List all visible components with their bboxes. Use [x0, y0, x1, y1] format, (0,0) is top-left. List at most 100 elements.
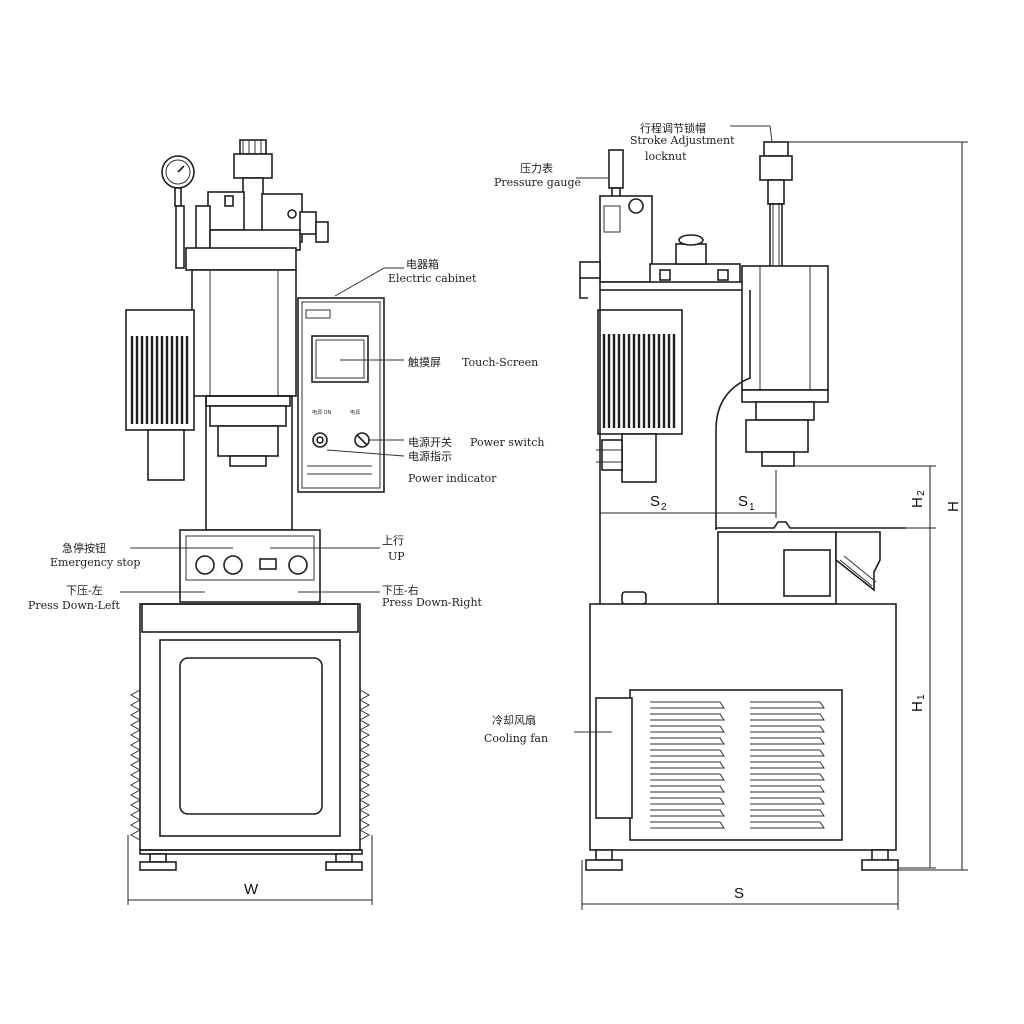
vent-ridge — [129, 709, 141, 721]
louver-slat — [750, 713, 825, 721]
front-base — [129, 603, 371, 871]
louver-slat — [750, 737, 825, 745]
label-power-indicator-en: Power indicator — [408, 472, 497, 485]
label-power-indicator-cn: 电源指示 — [408, 449, 452, 463]
label-electric-cabinet-en: Electric cabinet — [388, 272, 477, 285]
side-column — [599, 290, 751, 604]
dimension-h1-h2: H 2 H 1 — [794, 465, 936, 869]
vent-ridge — [359, 689, 371, 701]
louver-slat — [750, 761, 825, 769]
vent-ridge — [359, 779, 371, 791]
vent-ridge — [359, 719, 371, 731]
front-pressure-gauge — [161, 155, 195, 269]
vent-ridge — [129, 689, 141, 701]
label-pressure-gauge-cn: 压力表 — [520, 161, 553, 175]
vent-ridge — [359, 809, 371, 821]
dim-h-label: H — [945, 501, 962, 512]
vent-ridge — [129, 759, 141, 771]
label-power-switch-cn: 电源开关 — [408, 435, 452, 449]
vent-ridge — [359, 829, 371, 841]
label-press-down-right-en: Press Down-Right — [382, 596, 483, 609]
louver-slat — [650, 821, 725, 829]
vent-ridge — [359, 709, 371, 721]
vent-ridge — [359, 699, 371, 711]
label-emergency-stop-en: Emergency stop — [50, 556, 140, 569]
dim-h2-sub: 2 — [916, 490, 927, 496]
dim-h1-label: H — [909, 701, 926, 712]
front-view: 电源 ON 电源 — [28, 139, 545, 905]
side-leaders — [574, 125, 773, 733]
side-base — [585, 603, 899, 871]
vent-ridge — [129, 829, 141, 841]
label-emergency-stop-cn: 急停按钮 — [62, 541, 106, 555]
vent-ridge — [129, 809, 141, 821]
vent-ridge — [359, 739, 371, 751]
vent-ridge — [129, 719, 141, 731]
vent-ridge — [359, 819, 371, 831]
label-press-down-left-cn: 下压-左 — [66, 584, 103, 597]
label-up-en: UP — [388, 550, 405, 563]
touch-screen — [311, 335, 369, 383]
side-worktable — [621, 521, 906, 605]
label-pressure-gauge-en: Pressure gauge — [494, 176, 581, 189]
louver-slat — [650, 773, 725, 781]
dim-w-label: W — [244, 881, 259, 898]
dimension-s1-s2: S 2 S 1 — [599, 470, 777, 518]
front-leaders — [120, 267, 405, 593]
press-left-button — [195, 555, 215, 575]
louver-slat — [750, 785, 825, 793]
louver-slat — [650, 701, 725, 709]
svg-text:电源 ON: 电源 ON — [312, 409, 332, 416]
front-valve-assembly — [185, 139, 329, 271]
front-button-panel — [179, 529, 321, 603]
louver-slat — [650, 761, 725, 769]
vent-ridge — [129, 769, 141, 781]
vent-ridge — [359, 749, 371, 761]
vent-ridge — [359, 729, 371, 741]
vent-ridge — [359, 759, 371, 771]
label-stroke-adjustment-en: Stroke Adjustment — [630, 134, 735, 147]
svg-text:电源: 电源 — [350, 409, 360, 416]
louver-slat — [650, 749, 725, 757]
electric-cabinet: 电源 ON 电源 — [297, 297, 385, 493]
louver-slat — [650, 809, 725, 817]
louver-slat — [650, 797, 725, 805]
vent-ridge — [129, 729, 141, 741]
vent-ridge — [129, 789, 141, 801]
dim-s1-sub: 1 — [749, 502, 755, 513]
front-cylinder-motor — [125, 269, 297, 531]
louver-slat — [750, 821, 825, 829]
dim-h2-label: H — [909, 497, 926, 508]
side-labels: 行程调节锁帽 Stroke Adjustment locknut 压力表 Pre… — [484, 121, 735, 745]
side-stroke-adjust — [741, 141, 829, 467]
dimension-h: H — [788, 141, 968, 871]
louver-slat — [650, 725, 725, 733]
vent-ridge — [129, 779, 141, 791]
dim-s1-label: S — [738, 493, 748, 510]
dimension-w: W — [127, 835, 373, 905]
louver-slat — [750, 725, 825, 733]
vent-ridge — [129, 799, 141, 811]
press-right-button — [288, 555, 308, 575]
label-cooling-fan-en: Cooling fan — [484, 732, 548, 745]
label-touch-screen-cn: 触摸屏 — [408, 355, 441, 369]
dim-s-label: S — [734, 885, 744, 902]
louver-slat — [750, 701, 825, 709]
vent-ridge — [359, 799, 371, 811]
side-view: 行程调节锁帽 Stroke Adjustment locknut 压力表 Pre… — [484, 121, 968, 910]
louver-slat — [650, 737, 725, 745]
louver-slat — [750, 773, 825, 781]
dim-s2-sub: 2 — [661, 502, 667, 513]
vent-ridge — [359, 789, 371, 801]
front-labels: 电器箱 Electric cabinet 触摸屏 Touch-Screen 电源… — [28, 257, 545, 612]
label-power-switch-en: Power switch — [470, 436, 545, 449]
label-cooling-fan-cn: 冷却风扇 — [492, 713, 536, 727]
label-stroke-adjustment-en2: locknut — [645, 150, 687, 163]
emergency-stop-button — [223, 555, 243, 575]
vent-ridge — [129, 739, 141, 751]
dim-s2-label: S — [650, 493, 660, 510]
dimension-s: S — [581, 860, 899, 910]
louver-slat — [650, 785, 725, 793]
